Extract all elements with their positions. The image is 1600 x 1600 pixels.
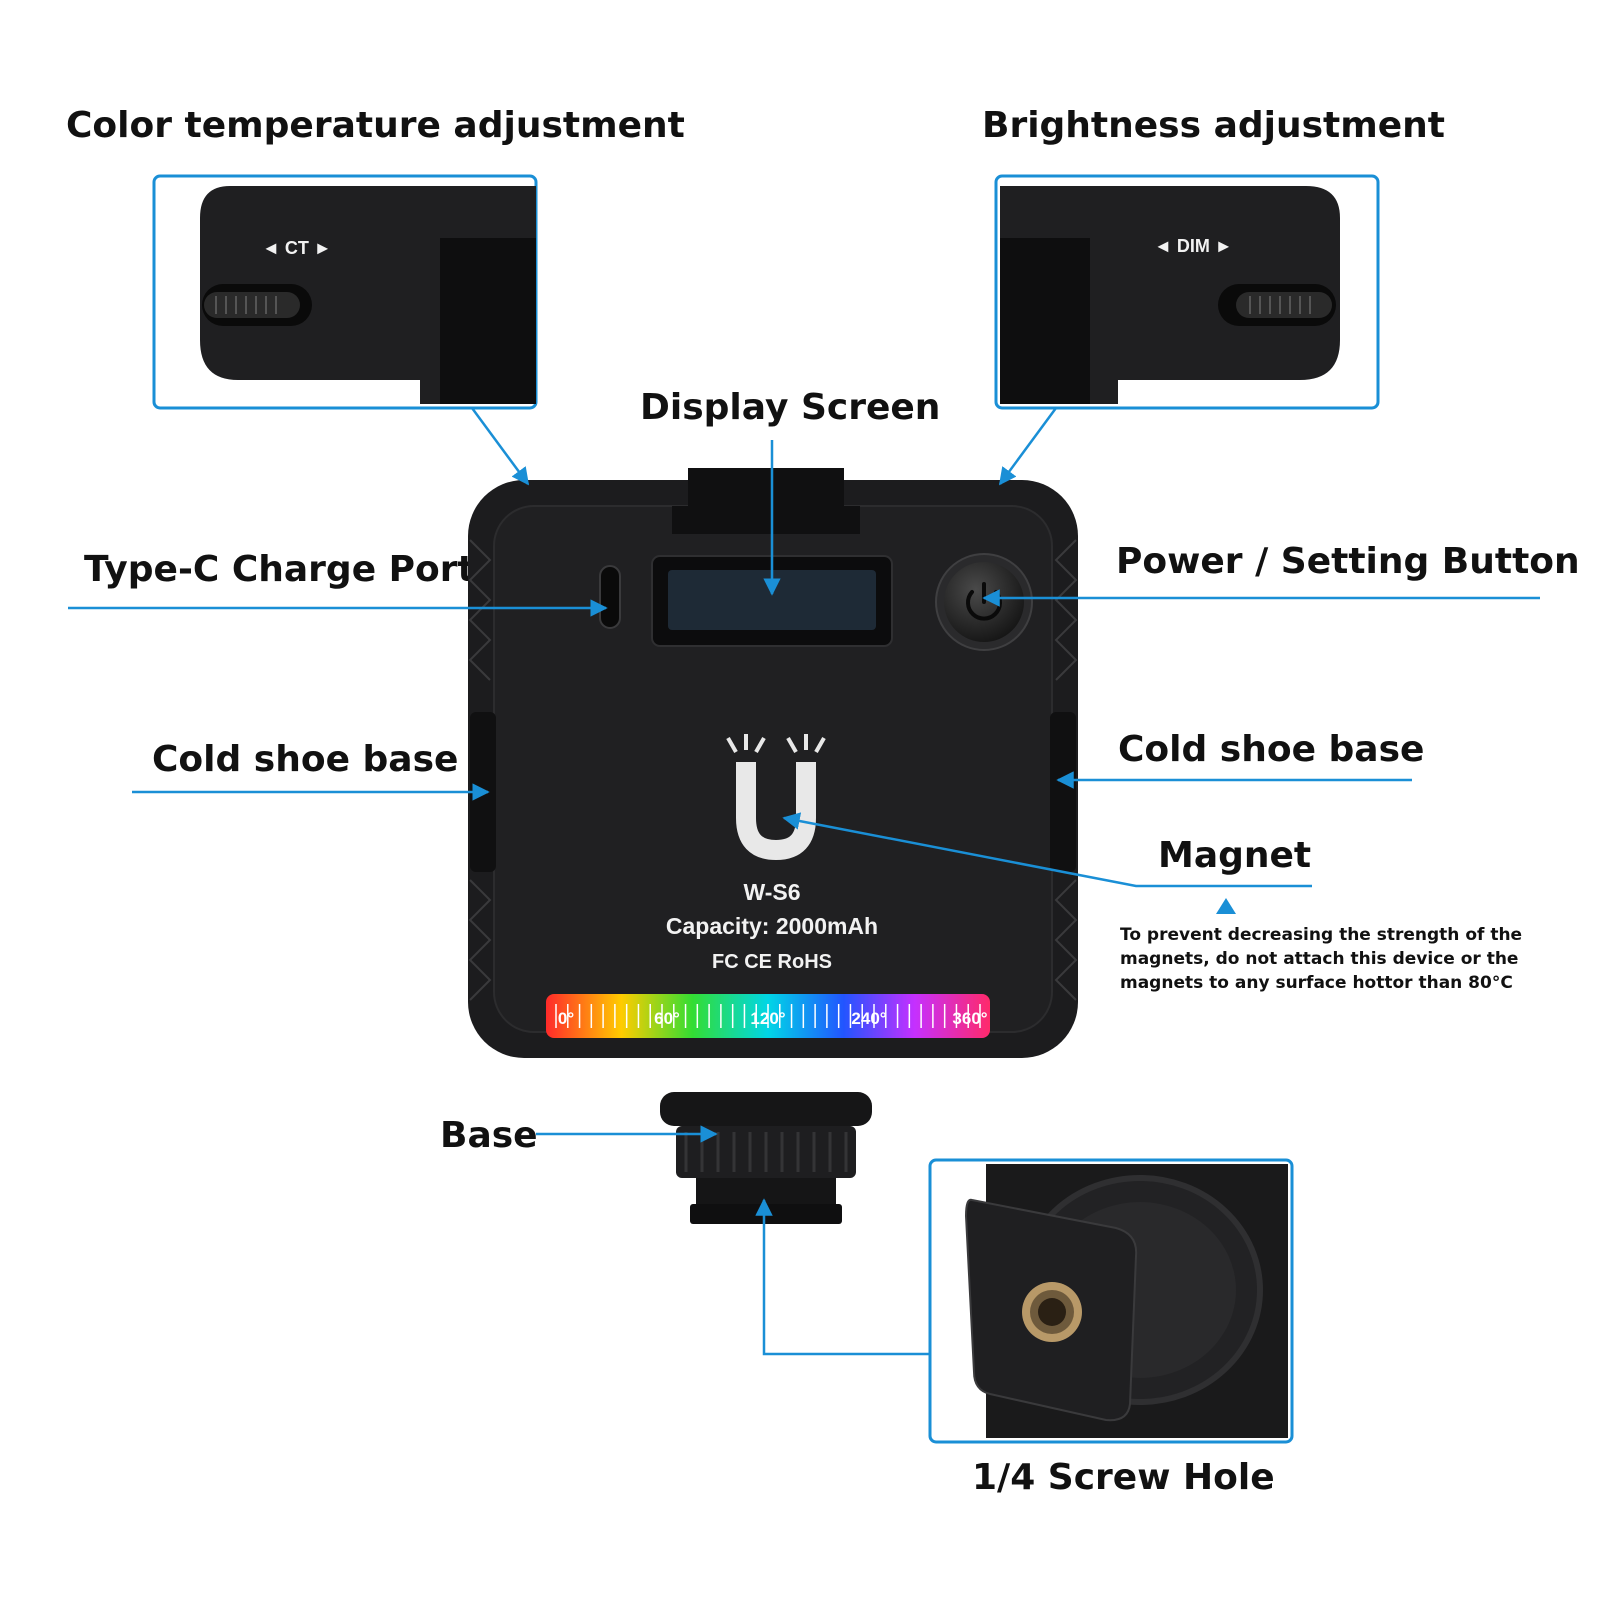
ct-thumbwheel-icon	[204, 292, 300, 318]
magnet-note-pointer-icon	[1216, 898, 1236, 914]
hue-scale-label: 0°	[558, 1009, 574, 1028]
color-temp-label: Color temperature adjustment	[66, 105, 685, 146]
hue-scale-label: 120°	[750, 1009, 785, 1028]
power-button[interactable]	[935, 553, 1033, 651]
cold-shoe-right-label: Cold shoe base	[1118, 729, 1425, 770]
hue-scale-label: 360°	[952, 1009, 987, 1028]
type-c-port	[599, 565, 621, 629]
callout-lines	[68, 407, 1540, 1356]
base-label: Base	[440, 1115, 538, 1156]
ct-label-text: ◄ CT ►	[262, 238, 332, 258]
screw-hole-detail-inset	[928, 1158, 1294, 1444]
dim-thumbwheel-icon	[1236, 292, 1332, 318]
right-side-rail	[1054, 539, 1078, 1001]
brightness-callout	[998, 407, 1058, 486]
dim-label-text: ◄ DIM ►	[1154, 236, 1233, 256]
magnet-label: Magnet	[1158, 835, 1312, 876]
led-light-device: W-S6 Capacity: 2000mAh FC CE RoHS 0° 60° 1…	[468, 468, 1078, 1224]
color-temp-detail-inset: ◄ CT ►	[152, 174, 538, 410]
magnet-callout	[782, 812, 1312, 888]
brightness-detail-inset: ◄ DIM ►	[994, 174, 1380, 410]
bottom-shoe-base	[660, 1092, 872, 1224]
left-side-rail	[468, 539, 492, 1001]
display-screen-label: Display Screen	[640, 387, 941, 428]
screw-thread-icon	[1022, 1282, 1082, 1342]
model-text: W-S6	[743, 879, 800, 905]
magnet-logo-icon	[726, 734, 826, 861]
power-button-label: Power / Setting Button	[1116, 541, 1580, 582]
color-temp-callout	[470, 407, 530, 486]
type-c-label: Type-C Charge Port	[84, 549, 475, 590]
hue-scale-label: 240°	[851, 1009, 886, 1028]
top-shoe-mount	[672, 468, 860, 534]
hue-scale-bar: 0° 60° 120° 240° 360°	[546, 994, 990, 1038]
brightness-label: Brightness adjustment	[982, 105, 1446, 146]
screw-hole-label: 1/4 Screw Hole	[972, 1457, 1275, 1498]
certification-marks: FC CE RoHS	[712, 951, 832, 973]
hue-scale-label: 60°	[654, 1009, 680, 1028]
capacity-text: Capacity: 2000mAh	[666, 913, 878, 939]
cold-shoe-left-label: Cold shoe base	[152, 739, 459, 780]
magnet-warning-note: To prevent decreasing the strength of th…	[1120, 925, 1523, 993]
screw-hole-callout	[755, 1198, 930, 1356]
cold-shoe-slot-right	[1050, 712, 1076, 872]
